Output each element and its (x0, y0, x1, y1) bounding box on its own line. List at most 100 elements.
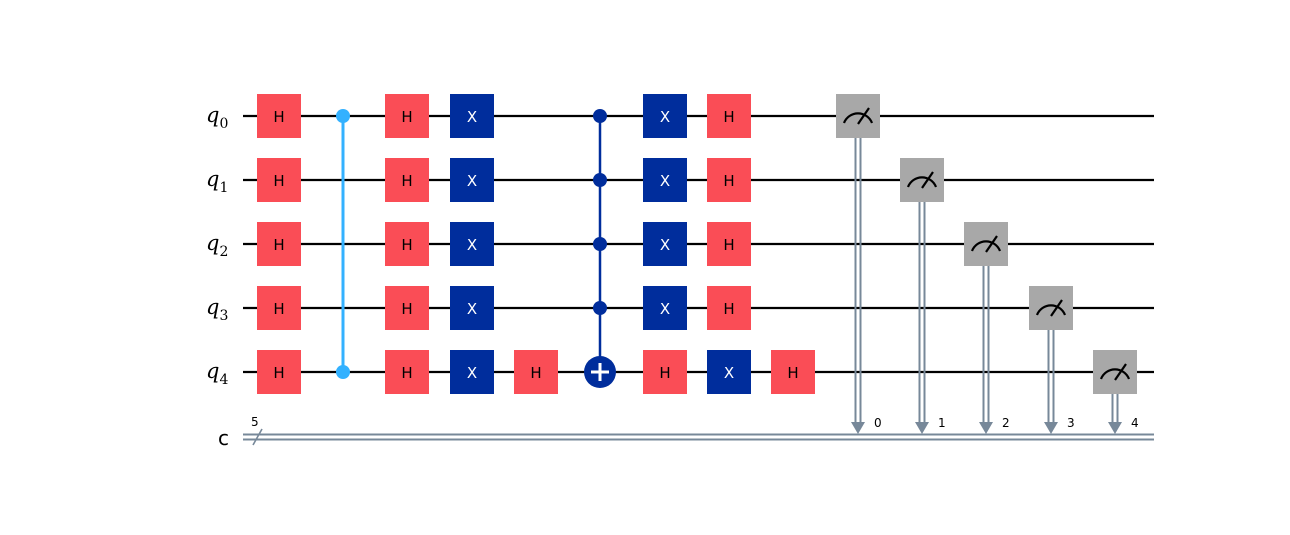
gate-label: X (467, 364, 477, 382)
h-gate-q3-c0: H (257, 286, 301, 330)
qubit-label-2: q2 (206, 231, 228, 260)
cbit-index-label: 2 (1002, 416, 1010, 430)
gate-box (643, 94, 687, 138)
qubit-label-letter-2: q (206, 231, 219, 255)
cbit-index-label: 1 (938, 416, 946, 430)
gate-label: H (273, 300, 284, 318)
x-gate-q4-c3: X (450, 350, 494, 394)
cbit-index-label: 0 (874, 416, 882, 430)
gate-label: X (724, 364, 734, 382)
h-gate-q3-c7: H (707, 286, 751, 330)
mcx-gate (584, 109, 616, 388)
gate-label: X (660, 172, 670, 190)
qubit-label-3: q3 (206, 295, 228, 324)
measure-arrowhead (1044, 422, 1058, 434)
measure-arrowhead (1108, 422, 1122, 434)
gate-label: H (401, 364, 412, 382)
h-gate-q4-c4: H (514, 350, 558, 394)
h-gate-q4-c6: H (643, 350, 687, 394)
control-dot-q1 (593, 173, 607, 187)
measure-box (836, 94, 880, 138)
measure-arrowhead (915, 422, 929, 434)
control-dot-q0 (593, 109, 607, 123)
meter-icon-arc (1035, 304, 1067, 316)
h-gate-q4-c2: H (385, 350, 429, 394)
gate-box (643, 350, 687, 394)
h-gate-q4-c8: H (771, 350, 815, 394)
gate-label: H (401, 172, 412, 190)
gate-label: X (660, 108, 670, 126)
meter-icon-arc (970, 240, 1002, 252)
gate-box (385, 222, 429, 266)
meter-icon-arc (906, 176, 938, 188)
qubit-label-4: q4 (206, 359, 228, 388)
meter-icon-needle (1050, 299, 1063, 317)
gate-box (450, 158, 494, 202)
gate-label: X (467, 236, 477, 254)
measure-gate-q1: 1 (900, 158, 946, 434)
measure-box (1093, 350, 1137, 394)
gate-label: H (273, 236, 284, 254)
gate-box (514, 350, 558, 394)
gate-label: X (660, 236, 670, 254)
gate-box (707, 158, 751, 202)
measure-gate-q3: 3 (1029, 286, 1075, 434)
x-gate-q1-c3: X (450, 158, 494, 202)
gate-label: X (467, 300, 477, 318)
control-dot-q2 (593, 237, 607, 251)
h-gate-q1-c7: H (707, 158, 751, 202)
gate-box (385, 286, 429, 330)
x-gate-q1-c6: X (643, 158, 687, 202)
measure-gate-q4: 4 (1093, 350, 1139, 434)
h-gate-q4-c0: H (257, 350, 301, 394)
h-gate-q2-c7: H (707, 222, 751, 266)
gate-box (707, 286, 751, 330)
connectors-layer (336, 109, 616, 388)
meter-icon-needle (985, 235, 998, 253)
qubit-label-letter-0: q (206, 103, 219, 127)
h-gate-q0-c7: H (707, 94, 751, 138)
meter-icon-needle (1114, 363, 1127, 381)
gate-label: X (467, 108, 477, 126)
h-gate-q0-c2: H (385, 94, 429, 138)
h-gate-q3-c2: H (385, 286, 429, 330)
classical-size-label: 5 (251, 415, 259, 429)
qubit-label-1: q1 (206, 167, 228, 196)
x-gate-q0-c3: X (450, 94, 494, 138)
meter-icon-arc (1099, 368, 1131, 380)
gate-label: X (660, 300, 670, 318)
measure-gate-q2: 2 (964, 222, 1010, 434)
measure-arrowhead (979, 422, 993, 434)
h-gate-q1-c2: H (385, 158, 429, 202)
gate-label: H (273, 364, 284, 382)
h-gate-q1-c0: H (257, 158, 301, 202)
measure-gate-q0: 0 (836, 94, 882, 434)
h-gate-q2-c0: H (257, 222, 301, 266)
gate-box (707, 350, 751, 394)
gate-label: H (273, 108, 284, 126)
gate-box (643, 286, 687, 330)
gate-box (257, 350, 301, 394)
gate-box (450, 222, 494, 266)
cz-gate (336, 109, 350, 379)
qubit-label-index-2: 2 (219, 244, 228, 260)
gate-label: H (723, 300, 734, 318)
gate-label: H (723, 172, 734, 190)
gate-label: H (273, 172, 284, 190)
gate-box (643, 158, 687, 202)
gate-box (385, 158, 429, 202)
x-gate-q3-c3: X (450, 286, 494, 330)
gate-label: H (401, 300, 412, 318)
gate-box (385, 350, 429, 394)
gate-box (257, 158, 301, 202)
gate-label: H (401, 108, 412, 126)
qubit-label-index-4: 4 (219, 372, 228, 388)
qubit-label-index-0: 0 (219, 116, 228, 132)
gate-box (450, 286, 494, 330)
measure-arrowhead (851, 422, 865, 434)
x-gate-q2-c3: X (450, 222, 494, 266)
cbit-index-label: 3 (1067, 416, 1075, 430)
